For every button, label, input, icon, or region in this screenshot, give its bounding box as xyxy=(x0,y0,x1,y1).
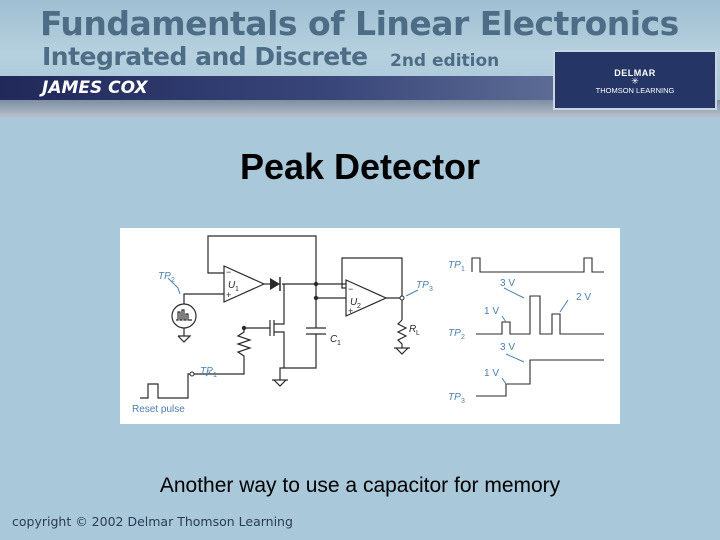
tp3-circuit-label: TP xyxy=(416,280,429,291)
voltage-1v-b: 1 V xyxy=(484,368,499,379)
tp1-circuit-label: TP xyxy=(200,366,213,377)
tp2-wave-sub: 2 xyxy=(461,334,465,341)
edition-label: 2nd edition xyxy=(390,51,500,71)
u2-plus: + xyxy=(348,306,353,316)
tp3-circuit-sub: 3 xyxy=(429,286,433,293)
u1-label: U xyxy=(228,280,236,291)
reset-pulse-label: Reset pulse xyxy=(132,404,185,415)
u1-plus: + xyxy=(226,290,231,300)
waveform-tp1 xyxy=(471,257,604,273)
u2-sub: 2 xyxy=(357,303,361,310)
u1-sub: 1 xyxy=(235,286,239,293)
tp1-wave-sub: 1 xyxy=(461,266,465,273)
slide-title: Peak Detector xyxy=(239,146,481,187)
tp2-circuit-label: TP xyxy=(158,271,171,282)
book-title: Fundamentals of Linear Electronics xyxy=(40,4,679,43)
rl-label: R xyxy=(409,324,416,335)
author-name: JAMES COX xyxy=(42,78,148,98)
junction-dots xyxy=(241,281,405,331)
u2-minus: − xyxy=(348,284,353,294)
slide-caption: Another way to use a capacitor for memor… xyxy=(159,474,561,497)
diode-icon xyxy=(270,278,280,290)
logo-name: DELMAR xyxy=(614,68,656,78)
bias-resistor xyxy=(236,328,252,362)
tp3-wave-sub: 3 xyxy=(461,398,465,405)
book-subtitle: Integrated and Discrete xyxy=(42,42,368,71)
resistor-rl xyxy=(396,319,408,348)
c1-label: C xyxy=(330,334,338,345)
author-bar xyxy=(0,76,555,100)
voltage-1v-a: 1 V xyxy=(484,306,499,317)
tp1-wave-label: TP xyxy=(448,260,461,271)
copyright-footer: copyright © 2002 Delmar Thomson Learning xyxy=(12,514,293,529)
u1-minus: − xyxy=(226,267,231,277)
opamp-u1 xyxy=(223,265,266,303)
voltage-3v-b: 3 V xyxy=(500,342,515,353)
waveform-arrows xyxy=(501,287,569,385)
tp2-wave-label: TP xyxy=(448,328,461,339)
waveform-tp3 xyxy=(476,359,604,397)
publisher-logo: DELMAR ✳ THOMSON LEARNING xyxy=(553,50,717,110)
tp2-circuit-sub: 2 xyxy=(171,277,175,284)
probe-arrows xyxy=(167,277,419,377)
u2-label: U xyxy=(350,297,358,308)
logo-subtitle: THOMSON LEARNING xyxy=(595,86,675,95)
c1-sub: 1 xyxy=(337,340,341,347)
logo-star-icon: ✳ xyxy=(631,76,639,86)
banner-divider xyxy=(0,100,720,118)
tp3-wave-label: TP xyxy=(448,392,461,403)
voltage-2v: 2 V xyxy=(576,292,591,303)
waveforms xyxy=(471,257,604,397)
voltage-3v-a: 3 V xyxy=(500,278,515,289)
peak-detector-figure: TP 2 U 1 − + U 2 − + TP 3 R L C 1 TP 1 R… xyxy=(120,228,620,424)
rl-sub: L xyxy=(416,330,420,337)
circuit-wires xyxy=(140,235,410,399)
tp1-circuit-sub: 1 xyxy=(213,372,217,379)
opamp-u2 xyxy=(345,279,388,317)
peak-detector-diagram: TP 2 U 1 − + U 2 − + TP 3 R L C 1 TP 1 R… xyxy=(132,235,604,415)
waveform-tp2 xyxy=(476,295,604,335)
